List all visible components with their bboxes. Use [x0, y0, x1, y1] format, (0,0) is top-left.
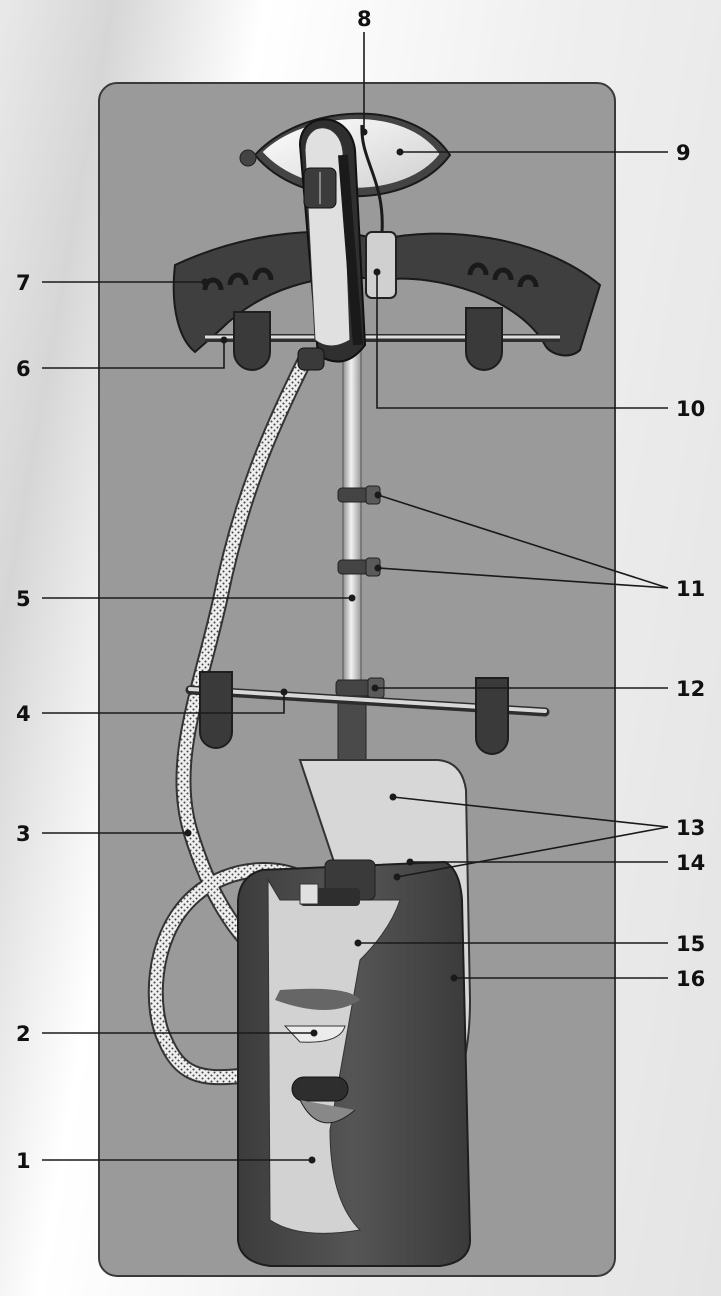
callout-9: 9 [676, 141, 691, 165]
callout-15: 15 [676, 932, 705, 956]
callout-13: 13 [676, 816, 705, 840]
callout-8: 8 [357, 7, 372, 31]
handle-holder[interactable] [366, 232, 396, 298]
callout-7: 7 [16, 271, 31, 295]
callout-14: 14 [676, 851, 705, 875]
garment-clip-right[interactable] [466, 308, 502, 370]
pole-clip[interactable] [338, 558, 380, 576]
callout-4: 4 [16, 702, 31, 726]
callout-5: 5 [16, 587, 31, 611]
pole-clip[interactable] [338, 486, 380, 504]
callout-10: 10 [676, 397, 705, 421]
garment-clip-left[interactable] [234, 312, 270, 370]
callout-2: 2 [16, 1022, 31, 1046]
callout-12: 12 [676, 677, 705, 701]
callout-1: 1 [16, 1149, 31, 1173]
callout-3: 3 [16, 822, 31, 846]
callout-6: 6 [16, 357, 31, 381]
callout-16: 16 [676, 967, 705, 991]
callout-11: 11 [676, 577, 705, 601]
